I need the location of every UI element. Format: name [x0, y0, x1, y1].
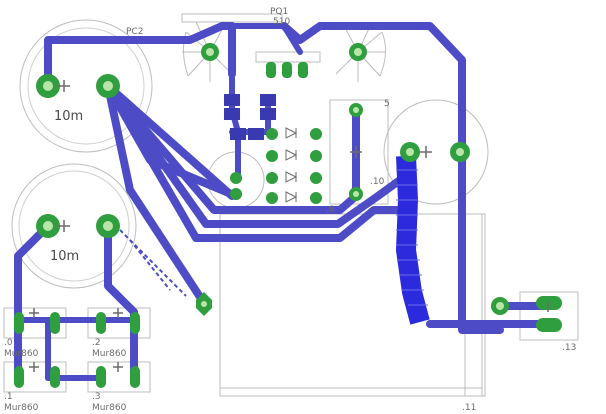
pad-d1-k[interactable] — [50, 366, 60, 388]
label-d3: .3 — [92, 392, 101, 402]
pad-m7[interactable] — [266, 192, 278, 204]
smd-r3[interactable] — [224, 108, 240, 120]
trace-fan-6[interactable] — [104, 82, 240, 200]
label-d0-value: Mur860 — [4, 349, 39, 359]
cap-right-outline — [383, 99, 489, 205]
label-d0: .0 — [4, 338, 13, 348]
pad-d3-k[interactable] — [130, 366, 140, 388]
cap-top-inner-outline — [27, 27, 145, 145]
label-pq1-value: 510 — [273, 17, 290, 27]
label-box: .11 — [462, 403, 476, 413]
smd-r1[interactable] — [224, 94, 240, 106]
label-ic-pin8: .8 — [326, 205, 335, 215]
polarity-marks — [29, 80, 549, 372]
label-d1-value: Mur860 — [4, 403, 39, 413]
label-cap-bottom-value: 10m — [50, 249, 79, 264]
pad-d1-a[interactable] — [14, 366, 24, 388]
pad-small-cap-1[interactable] — [230, 172, 242, 184]
pad-conn-3[interactable] — [536, 318, 562, 332]
smd-r4[interactable] — [260, 108, 276, 120]
pad-m1[interactable] — [266, 128, 278, 140]
trace-top-left-bus[interactable] — [44, 22, 236, 90]
pads[interactable] — [14, 43, 562, 388]
cap-bottom-outline — [11, 163, 137, 289]
label-pc2: PC2 — [126, 27, 143, 37]
pad-small-cap-2[interactable] — [230, 188, 242, 200]
label-pq1: PQ1 — [270, 7, 288, 17]
diode-symbols — [285, 127, 298, 203]
trace-diode-right[interactable] — [104, 222, 138, 382]
part-labels: PC2 PQ1 510 10m 10m .0 Mur860 .1 Mur860 … — [4, 7, 576, 413]
trace-fan-4[interactable] — [104, 82, 402, 242]
label-cap-right: .10 — [370, 177, 385, 187]
pad-d3-a[interactable] — [96, 366, 106, 388]
smd-r5[interactable] — [230, 128, 246, 140]
label-d2-value: Mur860 — [92, 349, 127, 359]
pad-d2-k[interactable] — [130, 312, 140, 334]
pad-m4[interactable] — [310, 150, 322, 162]
label-d2: .2 — [92, 338, 101, 348]
label-ic-pin5: 5 — [384, 99, 390, 109]
pad-pq1-1[interactable] — [266, 62, 276, 78]
trace-top-right-bus[interactable] — [280, 22, 504, 334]
selected-net-hatching — [396, 169, 428, 306]
label-d3-value: Mur860 — [92, 403, 127, 413]
pad-m5[interactable] — [266, 172, 278, 184]
label-cap-top-value: 10m — [54, 109, 83, 124]
smd-parts[interactable] — [224, 94, 276, 140]
pad-m3[interactable] — [266, 150, 278, 162]
pad-pq1-2[interactable] — [282, 62, 292, 78]
trace-fan-5[interactable] — [104, 82, 206, 304]
cap-bottom-inner-outline — [18, 170, 130, 282]
label-conn: .13 — [562, 343, 576, 353]
pad-conn-2[interactable] — [536, 296, 562, 310]
smd-r6[interactable] — [248, 128, 264, 140]
pad-m6[interactable] — [310, 172, 322, 184]
pad-m8[interactable] — [310, 192, 322, 204]
conn-outline — [519, 291, 579, 341]
label-d1: .1 — [4, 392, 13, 402]
ratsnest-lines — [119, 229, 187, 297]
smd-r2[interactable] — [260, 94, 276, 106]
pad-m2[interactable] — [310, 128, 322, 140]
pad-pq1-3[interactable] — [298, 62, 308, 78]
trace-down-center[interactable] — [229, 71, 241, 181]
ic-outline — [329, 99, 389, 205]
trace-left-vertical[interactable] — [14, 222, 52, 382]
pad-d2-a[interactable] — [96, 312, 106, 334]
pad-d0-a[interactable] — [14, 312, 24, 334]
pad-d0-k[interactable] — [50, 312, 60, 334]
cap-top-outline — [19, 19, 153, 153]
